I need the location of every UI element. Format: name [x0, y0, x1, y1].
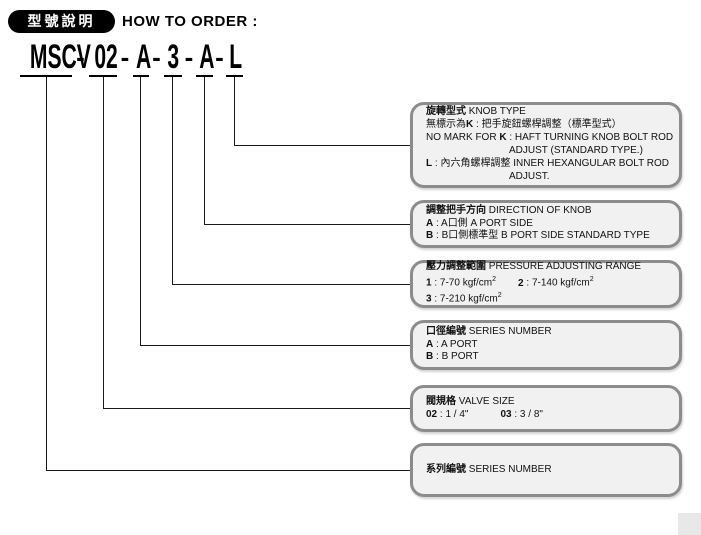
text-run: : 內六角螺桿調整 INNER HEXANGULAR BOLT ROD	[432, 157, 669, 169]
model-segment-label: MSCV	[29, 37, 91, 77]
text-run: NO MARK FOR	[426, 132, 500, 144]
page-corner-tab	[678, 513, 701, 535]
connector-vline-valve-size	[103, 76, 104, 409]
callout-box-pressure-range: 壓力調整範圍 PRESSURE ADJUSTING RANGE 1 : 7-70 …	[410, 260, 682, 308]
text-run: 2	[497, 292, 502, 300]
dash-separator: -	[215, 42, 224, 72]
text-run: 02	[426, 408, 438, 420]
connector-vline-pressure	[172, 76, 173, 285]
box-text-line: 閥規格 VALVE SIZE	[426, 396, 669, 409]
box-text-line: ADJUST (STANDARD TYPE.)	[509, 145, 669, 158]
text-run: : 7-70 kgf/cm	[431, 277, 493, 289]
text-run: SERIES NUMBER	[466, 325, 552, 337]
model-segment-label: L	[229, 37, 243, 77]
connector-hline-knob-type	[234, 145, 411, 146]
box-text-line: A : A口側 A PORT SIDE	[426, 218, 669, 231]
text-run: K	[466, 119, 474, 131]
text-run: : 把手旋鈕螺桿調整（標準型式）	[473, 119, 622, 131]
model-segment-valve-size: 02	[89, 37, 118, 77]
box-text-line: 壓力調整範圍 PRESSURE ADJUSTING RANGE	[426, 261, 669, 274]
text-run: 系列編號	[426, 463, 466, 475]
text-run: VALVE SIZE	[456, 395, 515, 407]
text-run: B	[426, 351, 434, 363]
box-text-line: 旋轉型式 KNOB TYPE	[426, 106, 669, 119]
connector-hline-series	[46, 470, 411, 471]
box-text-line: L : 內六角螺桿調整 INNER HEXANGULAR BOLT ROD	[426, 158, 669, 171]
connector-vline-series	[46, 76, 47, 471]
text-run: B	[426, 230, 434, 242]
model-segment-label: 02	[94, 37, 118, 77]
connector-vline-knob-type	[234, 76, 235, 146]
model-segment-label: A	[199, 37, 215, 77]
connector-vline-knob-direction	[204, 76, 205, 225]
dash-separator: -	[152, 42, 161, 72]
dash-separator: -	[76, 42, 85, 72]
box-text-line: ADJUST.	[509, 171, 669, 184]
connector-hline-pressure	[172, 284, 411, 285]
box-text-line: B : B PORT	[426, 351, 669, 364]
box-text-line: 02 : 1 / 4" 03 : 3 / 8"	[426, 409, 669, 422]
dash-separator: -	[184, 42, 194, 72]
text-run: L	[426, 157, 433, 169]
text-run: 旋轉型式	[426, 106, 466, 118]
text-run: : 1 / 4"	[437, 408, 469, 420]
text-run: ADJUST (STANDARD TYPE.)	[509, 145, 643, 156]
model-segment-port: A	[133, 37, 152, 77]
text-run: 口徑編號	[426, 325, 466, 337]
text-run: 閥規格	[426, 395, 456, 407]
text-run: PRESSURE ADJUSTING RANGE	[486, 261, 642, 273]
text-run: : 7-140 kgf/cm	[523, 277, 590, 289]
text-run: : 3 / 8"	[511, 408, 543, 420]
text-run: 壓力調整範圍	[426, 261, 486, 273]
model-segment-mscv: MSCV	[20, 37, 91, 77]
text-run: : 7-210 kgf/cm	[431, 293, 498, 305]
text-run: : B PORT	[433, 351, 479, 363]
text-run: 1	[426, 277, 432, 289]
model-segment-knob-direction: A	[196, 37, 215, 77]
text-run: 03	[500, 408, 512, 420]
box-text-line: NO MARK FOR K : HAFT TURNING KNOB BOLT R…	[426, 132, 673, 145]
dash-separator: -	[120, 42, 130, 72]
box-text-line: 無標示為K : 把手旋鈕螺桿調整（標準型式）	[426, 119, 669, 132]
text-run: 3	[426, 293, 432, 305]
text-run: ADJUST.	[509, 170, 550, 182]
box-text-line: B : B口側標準型 B PORT SIDE STANDARD TYPE	[426, 230, 669, 243]
box-text-line: 系列編號 SERIES NUMBER	[426, 464, 669, 477]
model-segment-label: A	[136, 37, 152, 77]
text-run: : B口側標準型 B PORT SIDE STANDARD TYPE	[433, 230, 650, 242]
page-title: HOW TO ORDER :	[122, 13, 258, 30]
text-run: : A PORT	[433, 338, 478, 350]
text-run: : HAFT TURNING KNOB BOLT ROD	[506, 132, 674, 144]
model-segment-pressure: 3	[164, 37, 182, 77]
callout-box-series-number: 系列編號 SERIES NUMBER	[410, 443, 682, 497]
text-run: K	[499, 132, 507, 144]
text-run: 無標示為	[426, 119, 466, 131]
text-run: 調整把手方向	[426, 204, 486, 216]
section-badge: 型號說明	[8, 10, 115, 33]
box-text-line: 調整把手方向 DIRECTION OF KNOB	[426, 205, 669, 218]
connector-hline-knob-direction	[204, 224, 411, 225]
text-run: SERIES NUMBER	[466, 463, 552, 475]
model-segment-label: 3	[167, 37, 180, 77]
text-run: A	[426, 338, 434, 350]
box-text-line: A : A PORT	[426, 339, 669, 352]
connector-hline-port	[140, 345, 411, 346]
text-run: : A口側 A PORT SIDE	[433, 217, 533, 229]
text-run: 2	[492, 276, 497, 284]
connector-hline-valve-size	[103, 408, 411, 409]
connector-vline-port	[140, 76, 141, 346]
text-run: A	[426, 217, 434, 229]
text-run: 2	[589, 276, 594, 284]
box-text-line: 3 : 7-210 kgf/cm2	[426, 290, 669, 306]
text-run: 2	[518, 277, 524, 289]
box-text-line: 口徑編號 SERIES NUMBER	[426, 326, 669, 339]
model-segment-knob-type: L	[226, 37, 243, 77]
text-run: DIRECTION OF KNOB	[486, 204, 592, 216]
text-run: KNOB TYPE	[466, 106, 526, 118]
